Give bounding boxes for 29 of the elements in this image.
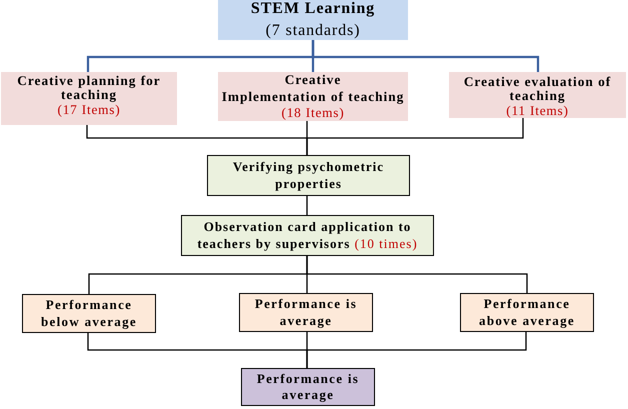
connector-line: [306, 196, 308, 215]
outcome-box: [239, 293, 373, 332]
title-box: [218, 0, 408, 40]
box-subtitle: (7 standards): [266, 21, 360, 41]
item-count-label: (18 Items): [281, 105, 345, 122]
box-title: STEM Learning: [250, 0, 376, 20]
connector-line: [306, 332, 527, 368]
connector-line: [312, 40, 540, 72]
item-count-label: (11 Items): [506, 104, 569, 118]
box-label: Performance is average: [254, 296, 358, 329]
item-count-label: (17 Items): [57, 103, 121, 117]
category-box: [218, 72, 408, 121]
box-label: Performance above average: [478, 296, 576, 329]
box-label: Creative Implementation of teaching: [222, 72, 404, 106]
result-box: [241, 368, 375, 406]
box-label: Observation card application to teachers by supervisors (10 times): [196, 218, 419, 252]
process-box: [181, 215, 434, 256]
box-label: Performance below average: [40, 297, 138, 330]
connector-line: [306, 118, 524, 155]
box-label: Creative planning for teaching: [16, 74, 162, 102]
box-label: Performance is average: [256, 370, 360, 404]
category-box: [1, 72, 177, 125]
outcome-box: [22, 294, 156, 333]
connector-line: [306, 256, 528, 293]
category-box: [449, 72, 626, 118]
box-label: Creative evaluation of teaching: [462, 75, 612, 102]
outcome-box: [460, 293, 594, 332]
box-label: Verifying psychometric properties: [232, 158, 386, 192]
process-box: [207, 155, 410, 196]
